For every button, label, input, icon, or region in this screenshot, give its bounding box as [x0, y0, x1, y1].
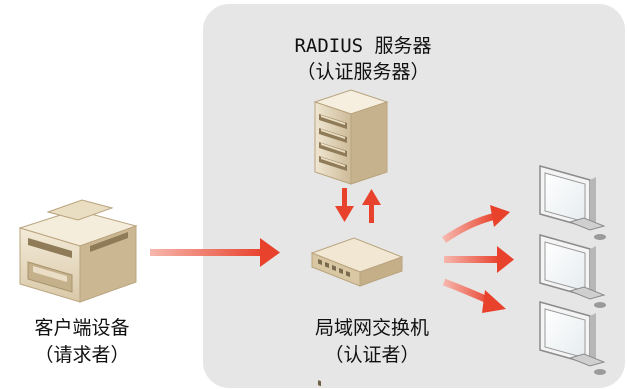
lan-switch-role-label: （认证者）	[324, 344, 420, 366]
lan-switch-label: 局域网交换机	[314, 317, 429, 339]
radius-server-role-label: （认证服务器）	[296, 61, 430, 83]
client-device-label: 客户端设备	[34, 317, 130, 339]
radius-server-label: RADIUS 服务器	[294, 35, 432, 57]
multifunction-printer-icon	[18, 199, 138, 303]
network-zone-background	[203, 4, 625, 388]
network-switch-icon	[310, 237, 404, 387]
switch-to-computers-arrows	[442, 205, 514, 313]
server-rack-icon	[313, 89, 389, 185]
client-to-switch-arrow	[150, 238, 280, 267]
computer-monitor-icon	[539, 165, 606, 375]
client-device-role-label: （请求者）	[34, 344, 130, 366]
bidirectional-arrow-icon	[335, 188, 381, 223]
